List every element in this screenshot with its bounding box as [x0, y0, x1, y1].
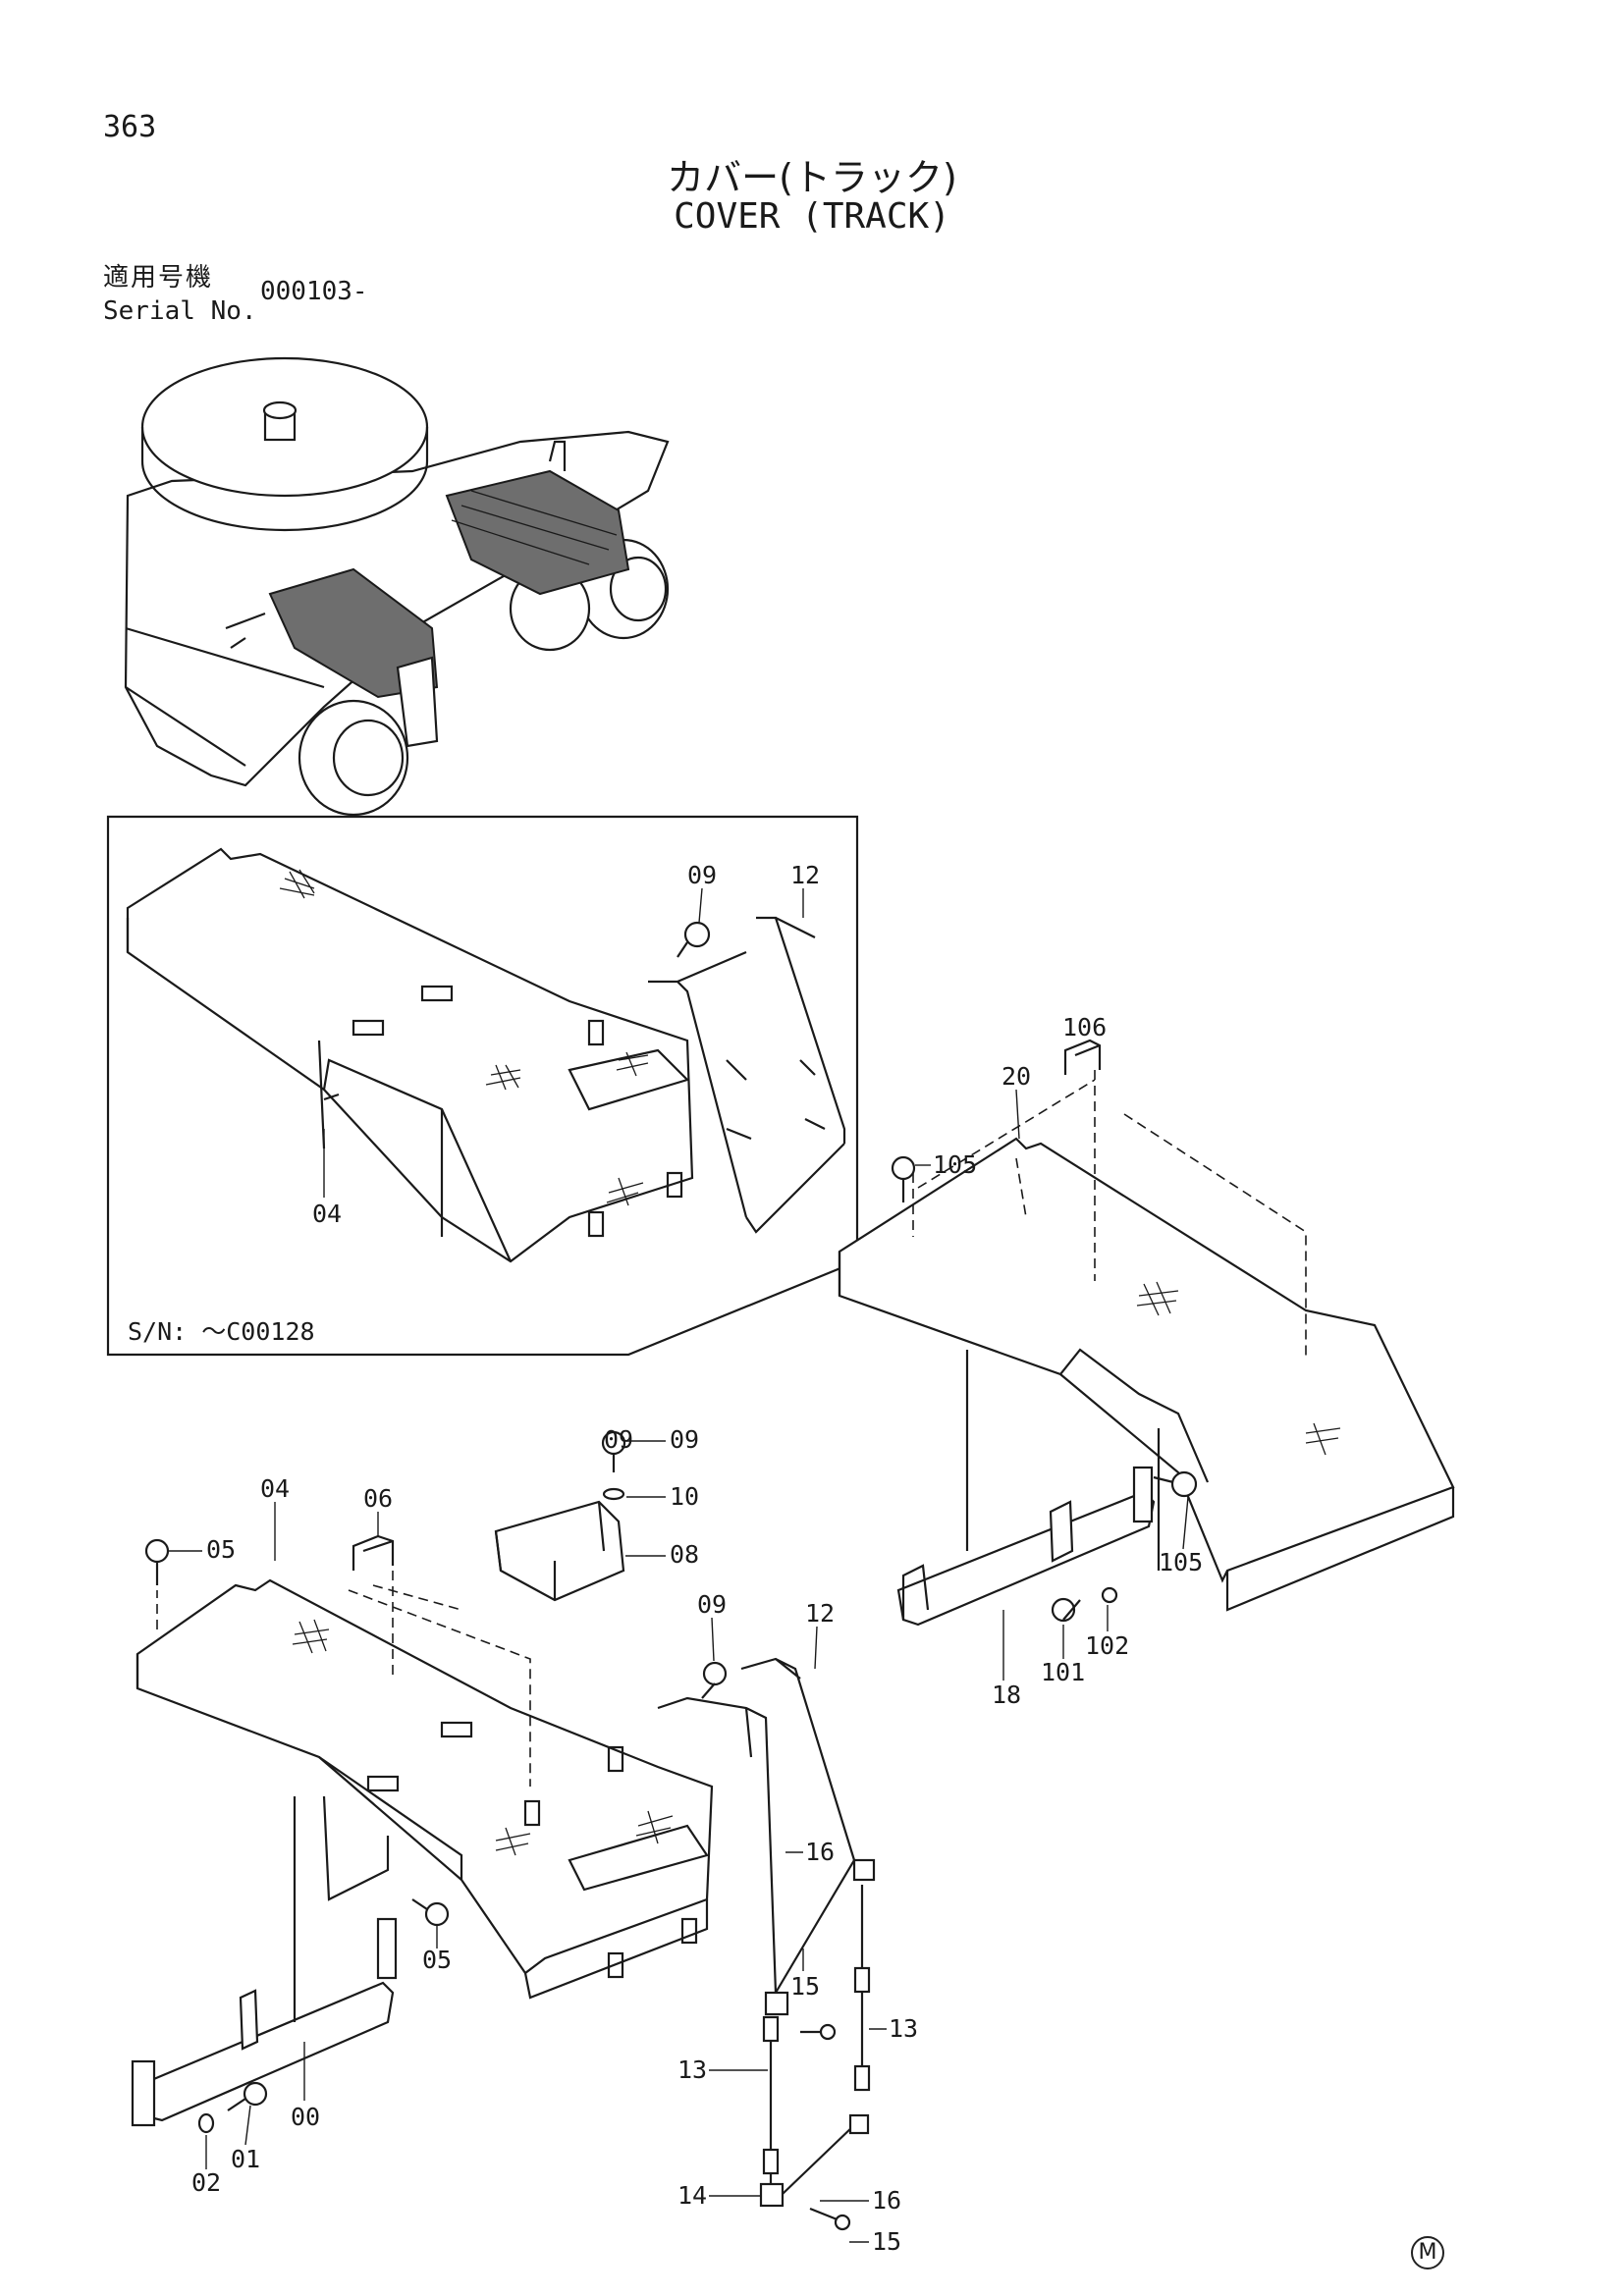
callout-09-top: 09 [604, 1425, 633, 1454]
callout-04: 04 [260, 1474, 290, 1503]
callout-09-mid: 09 [697, 1590, 727, 1619]
inset-earlier-serial-box: 09 12 04 S/N: ～C00128 [106, 815, 859, 1357]
inset-serial-note: S/N: ～C00128 [128, 1317, 315, 1346]
callout-05-bottom: 05 [422, 1946, 452, 1974]
callout-02: 02 [191, 2168, 221, 2197]
callout-106: 106 [1062, 1013, 1107, 1041]
serial-label-japanese: 適用号機 [103, 263, 214, 293]
callout-13-right: 13 [889, 2014, 918, 2043]
title-english: COVER (TRACK) [674, 196, 950, 237]
manual-mark-icon: M [1411, 2236, 1444, 2269]
callout-12: 12 [790, 861, 820, 889]
callout-14: 14 [677, 2181, 707, 2210]
right-cover-assembly: 106 20 105 105 18 101 102 [838, 1013, 1455, 1709]
callout-13-left: 13 [677, 2056, 707, 2084]
callout-105-right: 105 [1159, 1548, 1203, 1576]
callout-20: 20 [1001, 1062, 1031, 1091]
callout-15-bottom: 15 [872, 2227, 901, 2256]
callout-09: 09 [687, 861, 717, 889]
callout-102: 102 [1085, 1631, 1129, 1660]
page-number: 363 [103, 110, 157, 144]
serial-label-english: Serial No. [103, 296, 257, 326]
callout-18: 18 [992, 1681, 1021, 1709]
callout-04: 04 [312, 1200, 342, 1228]
callout-05-left: 05 [206, 1535, 236, 1564]
serial-number-value: 000103- [260, 277, 368, 306]
callout-15-top: 15 [790, 1972, 820, 2001]
callout-101: 101 [1041, 1658, 1085, 1686]
callout-01: 01 [231, 2145, 260, 2173]
title-japanese: カバー(トラック) [667, 156, 957, 199]
callout-16-top: 16 [805, 1838, 835, 1866]
main-cover-assembly: 09 09 10 08 04 06 05 05 09 12 16 15 13 [131, 1425, 918, 2256]
callout-10: 10 [670, 1482, 699, 1511]
callout-08: 08 [670, 1540, 699, 1569]
machine-overview-illustration [124, 356, 670, 817]
callout-09-label: 09 [670, 1425, 699, 1454]
callout-06: 06 [363, 1484, 393, 1513]
callout-105-top: 105 [933, 1150, 977, 1179]
callout-12: 12 [805, 1599, 835, 1628]
callout-00: 00 [291, 2103, 320, 2131]
callout-16-bottom: 16 [872, 2186, 901, 2215]
